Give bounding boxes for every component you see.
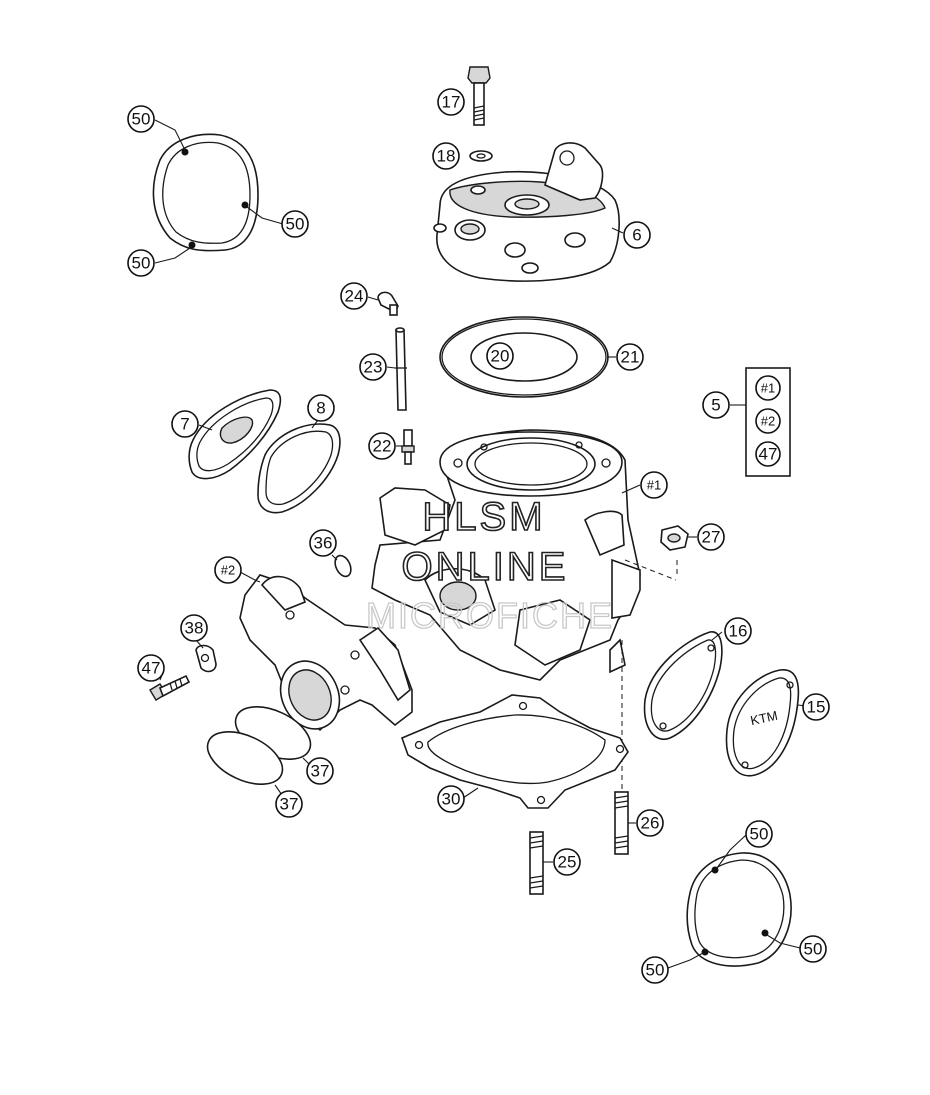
callout-21: 21 [616, 343, 644, 371]
callout-15: 15 [802, 693, 830, 721]
svg-text:37: 37 [280, 795, 299, 814]
callout-16: 16 [724, 617, 752, 645]
watermark-line3: MICROFICHE [366, 595, 614, 636]
intake-flange-2 [239, 571, 413, 732]
nut-27 [660, 525, 697, 575]
callout-26: 26 [636, 809, 664, 837]
gasket-8 [257, 419, 341, 514]
cylinder-1 [371, 429, 641, 681]
callout-37-b: 37 [275, 790, 303, 818]
washer-18 [469, 150, 493, 162]
watermark: MICROFICHE HLSM ONLINE [365, 494, 614, 636]
cover-decal: KTM [749, 708, 779, 728]
callout-25: 25 [553, 848, 581, 876]
callout-27: 27 [697, 523, 725, 551]
svg-text:7: 7 [180, 415, 189, 434]
svg-text:#2: #2 [221, 563, 235, 578]
svg-text:36: 36 [314, 534, 333, 553]
svg-text:#2: #2 [761, 414, 775, 429]
callout-7: 7 [171, 410, 199, 438]
kit-item-1: #1 [755, 375, 781, 401]
svg-text:47: 47 [759, 445, 778, 464]
svg-text:50: 50 [804, 940, 823, 959]
svg-text:21: 21 [621, 348, 640, 367]
kit-item-47: 47 [755, 441, 781, 467]
gasket-7 [188, 389, 282, 480]
bolt-17 [467, 66, 491, 126]
svg-text:6: 6 [632, 226, 641, 245]
screw-47 [149, 669, 191, 701]
callout-50-a: 50 [127, 105, 155, 133]
svg-text:50: 50 [132, 254, 151, 273]
callout-50-e: 50 [799, 935, 827, 963]
svg-text:50: 50 [750, 825, 769, 844]
callout-50-c: 50 [127, 249, 155, 277]
svg-text:50: 50 [646, 961, 665, 980]
callout-47: 47 [137, 654, 165, 682]
kit-item-2: #2 [755, 408, 781, 434]
stud-26 [614, 791, 636, 855]
base-gasket-30 [400, 694, 629, 809]
svg-text:25: 25 [558, 853, 577, 872]
svg-text:20: 20 [491, 347, 510, 366]
svg-text:26: 26 [641, 814, 660, 833]
cylinder-head-6 [433, 142, 624, 282]
gasket-50-top-left [152, 119, 284, 264]
plate-38 [195, 639, 217, 673]
hose-23 [386, 327, 407, 411]
callout-50-b: 50 [281, 210, 309, 238]
callout-50-d: 50 [745, 820, 773, 848]
callout-50-f: 50 [641, 956, 669, 984]
o-ring-36 [331, 554, 352, 578]
svg-text:15: 15 [807, 698, 826, 717]
callout-20: 20 [486, 342, 514, 370]
svg-text:8: 8 [316, 399, 325, 418]
svg-text:22: 22 [373, 437, 392, 456]
gasket-50-bottom-right [667, 834, 801, 969]
svg-text:37: 37 [311, 762, 330, 781]
watermark-line1: HLSM [422, 495, 545, 539]
svg-text:#1: #1 [647, 478, 661, 493]
svg-text:47: 47 [142, 659, 161, 678]
svg-text:27: 27 [702, 528, 721, 547]
callout-6: 6 [623, 221, 651, 249]
callout-24: 24 [340, 282, 368, 310]
callout-38: 38 [180, 614, 208, 642]
callout-1: #1 [640, 471, 668, 499]
gasket-16 [643, 631, 723, 740]
cover-15: KTM [725, 669, 807, 777]
svg-text:24: 24 [345, 287, 364, 306]
callout-22: 22 [368, 432, 396, 460]
svg-text:50: 50 [286, 215, 305, 234]
callout-23: 23 [359, 353, 387, 381]
callout-8: 8 [307, 394, 335, 422]
svg-text:38: 38 [185, 619, 204, 638]
o-ring-37-lower [206, 731, 284, 796]
callout-37-a: 37 [306, 757, 334, 785]
svg-text:16: 16 [729, 622, 748, 641]
callout-36: 36 [309, 529, 337, 557]
svg-text:30: 30 [442, 790, 461, 809]
svg-text:#1: #1 [761, 381, 775, 396]
callout-2: #2 [214, 556, 242, 584]
nipple-22 [396, 429, 415, 465]
svg-text:5: 5 [711, 396, 720, 415]
stud-25 [529, 831, 553, 895]
svg-text:23: 23 [364, 358, 383, 377]
callout-30: 30 [437, 785, 465, 813]
callout-5: 5 [702, 391, 730, 419]
svg-text:18: 18 [437, 147, 456, 166]
svg-text:50: 50 [132, 110, 151, 129]
fitting-24 [367, 291, 399, 316]
callout-18: 18 [432, 142, 460, 170]
watermark-line2: ONLINE [402, 545, 569, 589]
callout-17: 17 [437, 88, 465, 116]
svg-text:17: 17 [442, 93, 461, 112]
